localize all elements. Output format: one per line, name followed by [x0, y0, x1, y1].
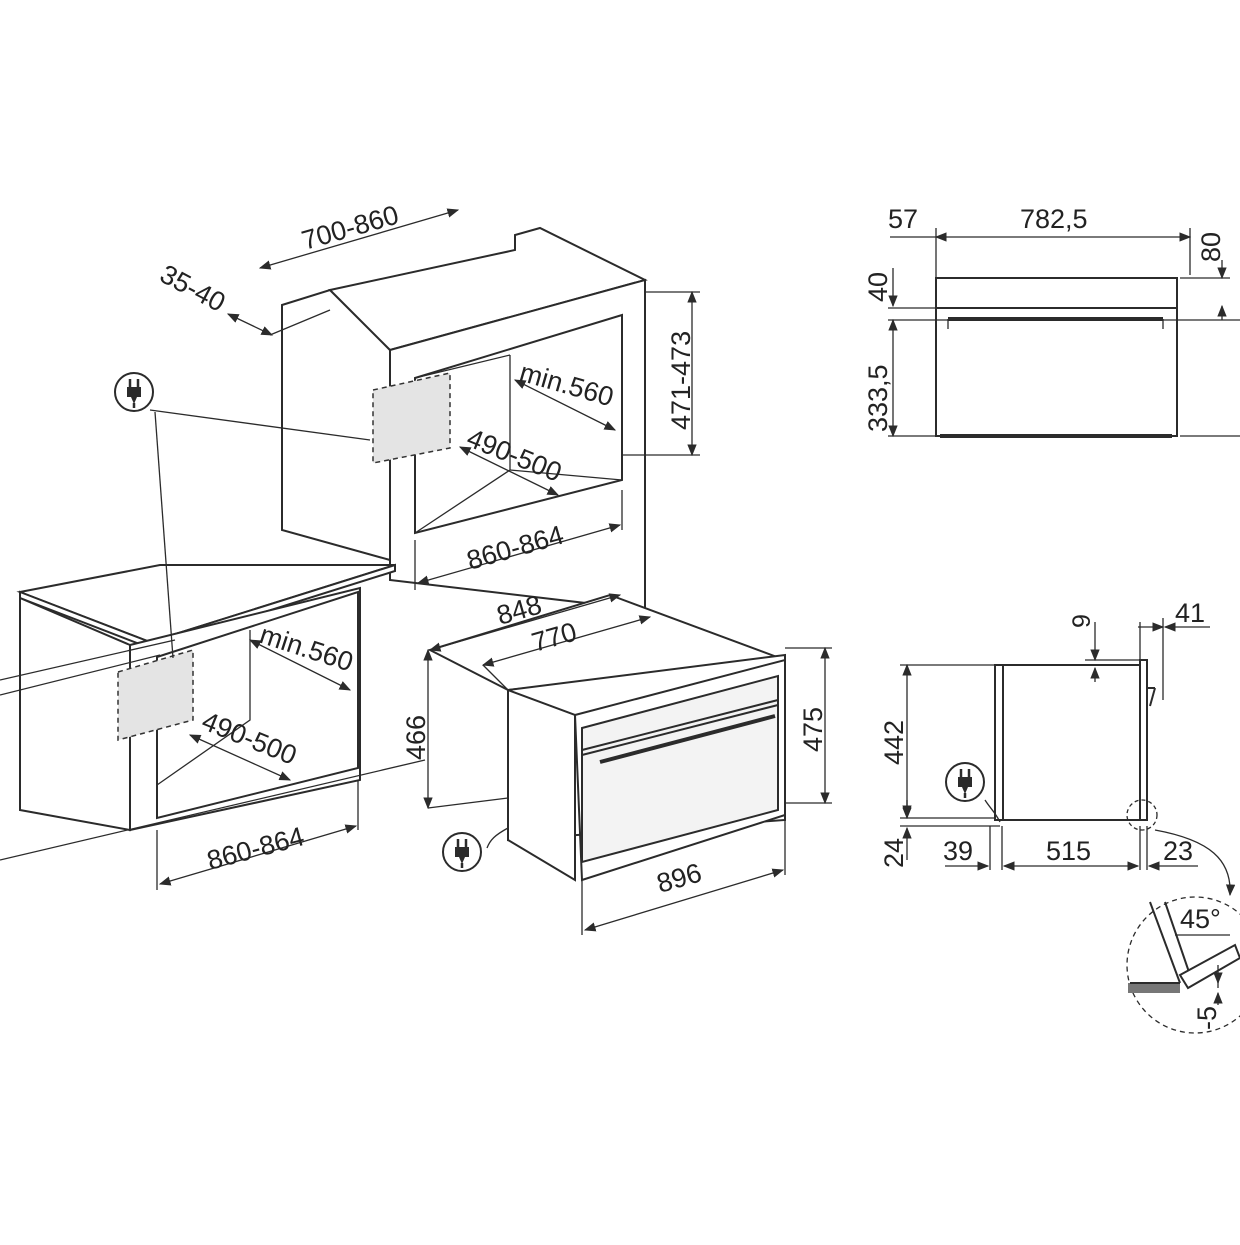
dim-height-body: 466 — [401, 715, 431, 760]
dim-front-width: 782,5 — [1020, 204, 1088, 234]
dim-tolerance: -5 — [1192, 1006, 1222, 1030]
column-socket-area — [372, 372, 451, 464]
appliance-body — [427, 593, 786, 882]
side-view — [984, 659, 1158, 831]
dim-door-thickness: 41 — [1175, 598, 1205, 628]
dim-angle: 45° — [1180, 904, 1221, 934]
dim-depth-range: 35-40 — [155, 259, 230, 318]
dim-gap-top: 9 — [1068, 614, 1096, 628]
side-view-dimensions: 9 41 442 24 39 515 23 — [879, 598, 1210, 871]
electrical-plug-icon — [441, 831, 483, 873]
detail-callout: 45° -5 — [1126, 829, 1240, 1034]
dim-offset-left: 39 — [943, 836, 973, 866]
dim-panel-height: 40 — [863, 272, 893, 302]
dim-width-range: 700-860 — [298, 200, 402, 256]
dim-opening-width-lower: 860-864 — [204, 821, 307, 876]
detail-floor — [1128, 983, 1180, 993]
undercounter-socket-area — [117, 648, 194, 741]
dim-top-offset: 80 — [1196, 232, 1226, 262]
dim-left-offset: 57 — [888, 204, 918, 234]
dim-width-front: 896 — [653, 858, 705, 899]
electrical-plug-icon — [113, 371, 155, 413]
dim-side-depth: 515 — [1046, 836, 1091, 866]
dim-side-height: 442 — [879, 720, 909, 765]
dim-height-front: 475 — [798, 707, 828, 752]
dim-door-height: 333,5 — [863, 364, 893, 432]
dim-height-range: 471-473 — [666, 331, 696, 430]
dim-side-bottom: 24 — [879, 838, 909, 868]
electrical-plug-icon — [944, 761, 986, 803]
column-cabinet — [281, 226, 648, 612]
dim-offset-right: 23 — [1163, 836, 1193, 866]
front-view — [935, 277, 1178, 438]
front-view-dimensions: 57 782,5 80 40 333,5 — [863, 204, 1240, 438]
